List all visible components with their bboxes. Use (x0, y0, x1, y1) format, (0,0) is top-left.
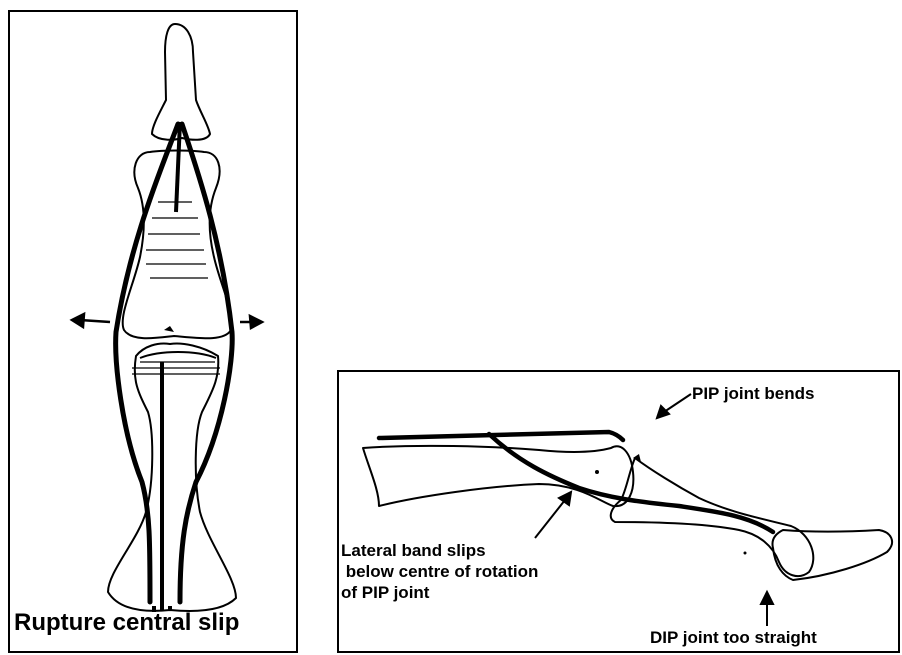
label-lateral-band-slips: Lateral band slips below centre of rotat… (341, 540, 538, 603)
proximal-phalanx-lateral (363, 446, 633, 506)
label-line: Lateral band slips (341, 540, 538, 561)
label-dip-joint-too-straight: DIP joint too straight (650, 628, 817, 648)
pointer-arrows (535, 394, 773, 626)
distal-phalanx-lateral (772, 530, 892, 580)
middle-phalanx-lateral (611, 458, 814, 576)
proximal-phalanx (108, 344, 236, 611)
extensor-tendon-lateral (379, 432, 773, 532)
lateral-bands (116, 124, 233, 602)
panel-caption: Rupture central slip (14, 609, 239, 637)
lateral-view-panel: PIP joint bends Lateral band slips below… (337, 370, 900, 653)
finger-lateral-view-drawing (339, 372, 902, 655)
rupture-central-slip-panel: Rupture central slip (8, 10, 298, 653)
label-pip-joint-bends: PIP joint bends (692, 384, 814, 404)
label-line: below centre of rotation (341, 561, 538, 582)
label-line: of PIP joint (341, 582, 538, 603)
extensor-tendon (154, 122, 180, 612)
finger-dorsal-view-drawing (10, 12, 300, 655)
